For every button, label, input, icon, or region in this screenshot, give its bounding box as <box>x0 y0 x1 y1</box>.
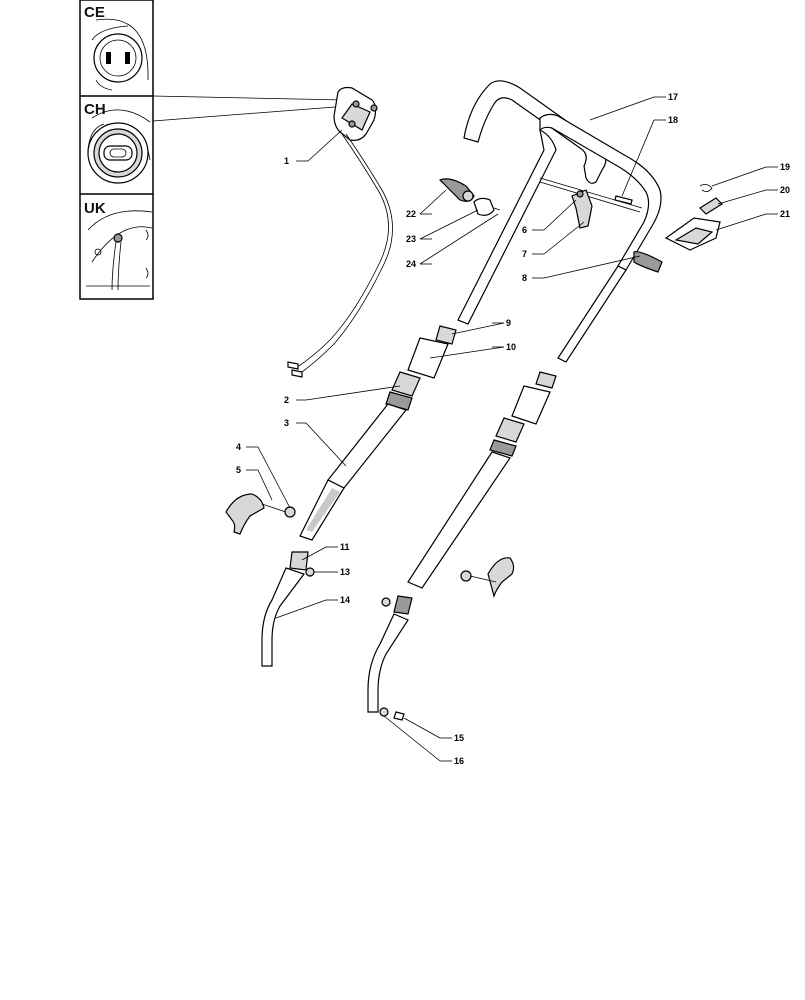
callout-18: 18 <box>668 115 678 125</box>
callout-13: 13 <box>340 567 350 577</box>
plug-inset-panel: CE CH UK <box>79 0 349 300</box>
callout-3: 3 <box>284 418 289 428</box>
callout-4: 4 <box>236 442 241 452</box>
callout-2: 2 <box>284 395 289 405</box>
lower-left-handle <box>225 493 315 667</box>
callout-14: 14 <box>340 595 350 605</box>
callout-1: 1 <box>284 156 289 166</box>
callout-20: 20 <box>780 185 790 195</box>
callout-22: 22 <box>406 209 416 219</box>
callout-9: 9 <box>506 318 511 328</box>
left-tube-assembly <box>299 325 457 541</box>
grip-parts <box>438 178 663 273</box>
callout-15: 15 <box>454 733 464 743</box>
lower-right-handle <box>367 557 515 721</box>
uk-plug-inset: UK <box>84 200 153 291</box>
leader-lines <box>246 96 778 762</box>
callout-17: 17 <box>668 92 678 102</box>
callout-6: 6 <box>522 225 527 235</box>
callout-16: 16 <box>454 756 464 766</box>
clip-parts <box>664 184 723 251</box>
ch-plug-inset: CH <box>84 101 151 184</box>
ch-inset-label: CH <box>84 101 106 118</box>
callout-11: 11 <box>340 542 350 552</box>
callout-7: 7 <box>522 249 527 259</box>
upper-handle-bar <box>457 80 662 363</box>
callout-labels: 1 2 3 4 5 6 7 8 9 10 11 13 14 15 16 17 1… <box>236 92 790 766</box>
switch-box-with-cable <box>287 86 393 378</box>
callout-5: 5 <box>236 465 241 475</box>
callout-19: 19 <box>780 162 790 172</box>
right-tube-assembly <box>407 371 557 589</box>
callout-23: 23 <box>406 234 416 244</box>
ce-inset-label: CE <box>84 4 105 21</box>
uk-inset-label: UK <box>84 200 106 217</box>
ce-plug-inset: CE <box>84 4 149 91</box>
callout-8: 8 <box>522 273 527 283</box>
callout-24: 24 <box>406 259 416 269</box>
callout-10: 10 <box>506 342 516 352</box>
callout-21: 21 <box>780 209 790 219</box>
